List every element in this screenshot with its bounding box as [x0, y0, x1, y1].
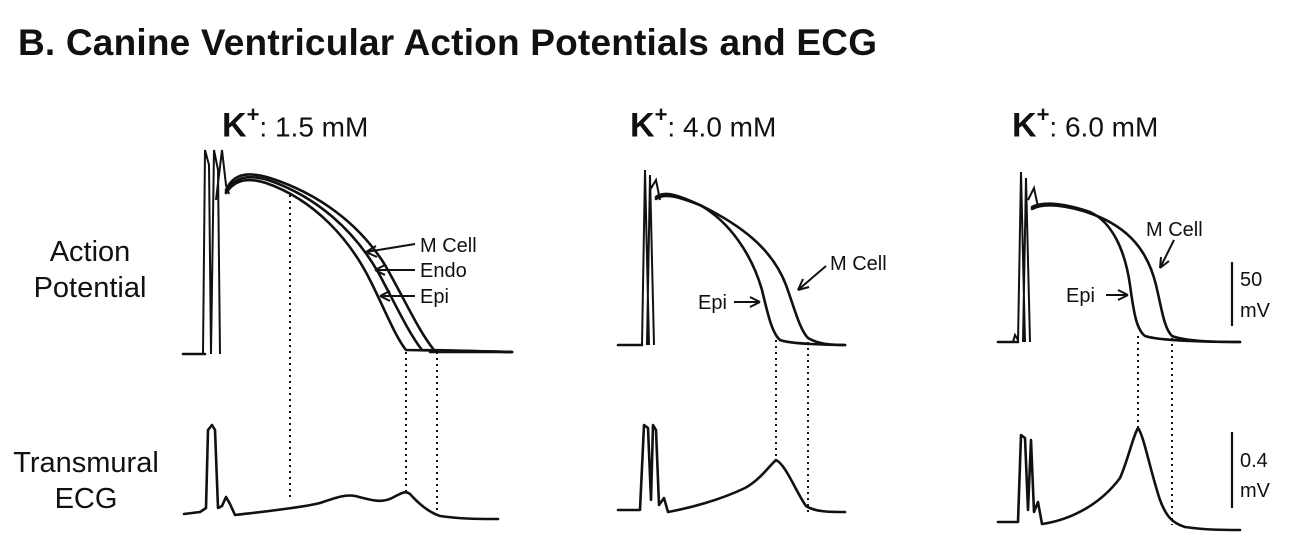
arrowhead — [1117, 289, 1129, 301]
concentration: : 4.0 mM — [667, 111, 777, 143]
panel-3-condition: K+: 6.0 mM — [1012, 102, 1159, 145]
panel-1-condition: K+: 1.5 mM — [222, 102, 369, 145]
row-label-ecg: Transmural ECG — [0, 445, 172, 517]
row-label-line: ECG — [54, 483, 118, 515]
cell-label-m-cell: M Cell — [830, 253, 887, 275]
scale-bar-ecg: 0.4 mV — [1230, 432, 1271, 508]
ap-trace-m-cell — [224, 173, 514, 354]
arrowhead — [365, 245, 378, 258]
panel-1-action-potentials: M Cell Endo Epi — [181, 149, 514, 356]
figure-title: B. Canine Ventricular Action Potentials … — [18, 22, 878, 63]
panel-3-dotted-markers — [1137, 336, 1173, 525]
ion-symbol: K — [1012, 106, 1037, 145]
ap-trace-epi — [224, 178, 514, 354]
ap-trace-epi — [1030, 202, 1242, 344]
ap-trace-m-cell — [654, 194, 847, 347]
arrowhead — [1159, 256, 1170, 269]
concentration: : 6.0 mM — [1049, 111, 1159, 143]
scale-bar-value: 0.4 — [1240, 450, 1268, 472]
scale-bar-ap: 50 mV — [1230, 262, 1271, 326]
panel-3-ecg — [996, 426, 1242, 532]
panel-3-action-potentials: Epi M Cell — [996, 171, 1242, 344]
arrowhead — [797, 278, 810, 291]
row-label-action-potential: Action Potential — [6, 234, 174, 306]
ecg-trace — [616, 423, 847, 514]
row-label-line: Potential — [33, 272, 147, 304]
panel-1-ecg — [182, 423, 500, 521]
concentration: : 1.5 mM — [259, 111, 369, 143]
row-label-line: Transmural — [13, 447, 159, 479]
cell-label-endo: Endo — [420, 260, 467, 282]
ion-symbol: K — [222, 106, 247, 145]
scale-bar-unit: mV — [1240, 480, 1271, 502]
ap-upstroke — [641, 169, 661, 346]
cell-label-epi: Epi — [698, 292, 727, 314]
ion-charge: + — [1036, 102, 1050, 127]
ap-trace-endo — [224, 175, 514, 354]
panel-2-ecg — [616, 423, 847, 514]
ap-upstroke — [1012, 171, 1039, 343]
cell-label-m-cell: M Cell — [1146, 219, 1203, 241]
cell-label-epi: Epi — [1066, 285, 1095, 307]
ion-charge: + — [246, 102, 260, 127]
arrow-m-cell — [365, 243, 416, 253]
arrow-m-cell — [797, 265, 827, 291]
arrowhead — [379, 290, 391, 302]
arrow-m-cell — [1159, 239, 1175, 269]
panel-2-action-potentials: Epi M Cell — [616, 169, 887, 347]
ion-symbol: K — [630, 106, 655, 145]
panel-2-dotted-markers — [775, 340, 809, 512]
ecg-trace — [996, 426, 1242, 532]
panel-1-dotted-markers — [289, 195, 438, 510]
scale-bar-unit: mV — [1240, 300, 1271, 322]
cell-label-epi: Epi — [420, 286, 449, 308]
row-label-line: Action — [49, 236, 131, 268]
ap-trace-m-cell — [1030, 204, 1242, 344]
ap-trace-epi — [654, 192, 847, 347]
cell-label-m-cell: M Cell — [420, 235, 477, 257]
ap-upstroke — [202, 149, 230, 355]
ecg-trace — [182, 423, 500, 521]
arrowhead — [749, 296, 761, 308]
arrowhead — [374, 264, 386, 276]
ion-charge: + — [654, 102, 668, 127]
panel-2-condition: K+: 4.0 mM — [630, 102, 777, 145]
scale-bar-value: 50 — [1240, 269, 1262, 291]
